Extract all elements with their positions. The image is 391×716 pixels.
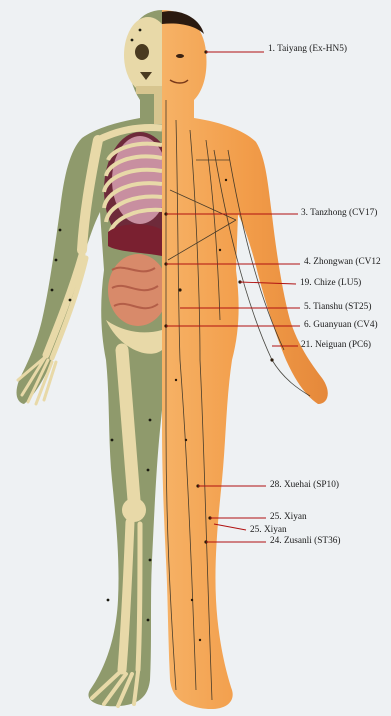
label-zhongwan: 4. Zhongwan (CV12 — [304, 258, 381, 267]
label-xiyan-1: 25. Xiyan — [270, 513, 307, 522]
label-guanyuan: 6. Guanyuan (CV4) — [304, 321, 378, 330]
label-zusanli: 24. Zusanli (ST36) — [270, 537, 341, 546]
label-xuehai: 28. Xuehai (SP10) — [270, 481, 339, 490]
right-skin-silhouette — [162, 10, 328, 709]
label-tianshu: 5. Tianshu (ST25) — [304, 303, 371, 312]
label-chize: 19. Chize (LU5) — [300, 279, 361, 288]
skin-half — [162, 10, 328, 709]
label-neiguan: 21. Neiguan (PC6) — [301, 341, 371, 350]
label-tanzhong: 3. Tanzhong (CV17) — [301, 209, 377, 218]
label-taiyang: 1. Taiyang (Ex-HN5) — [268, 45, 347, 54]
skeleton-half — [17, 10, 176, 706]
label-xiyan-2: 25. Xiyan — [250, 526, 287, 535]
leader-xiyan-2 — [214, 524, 246, 530]
